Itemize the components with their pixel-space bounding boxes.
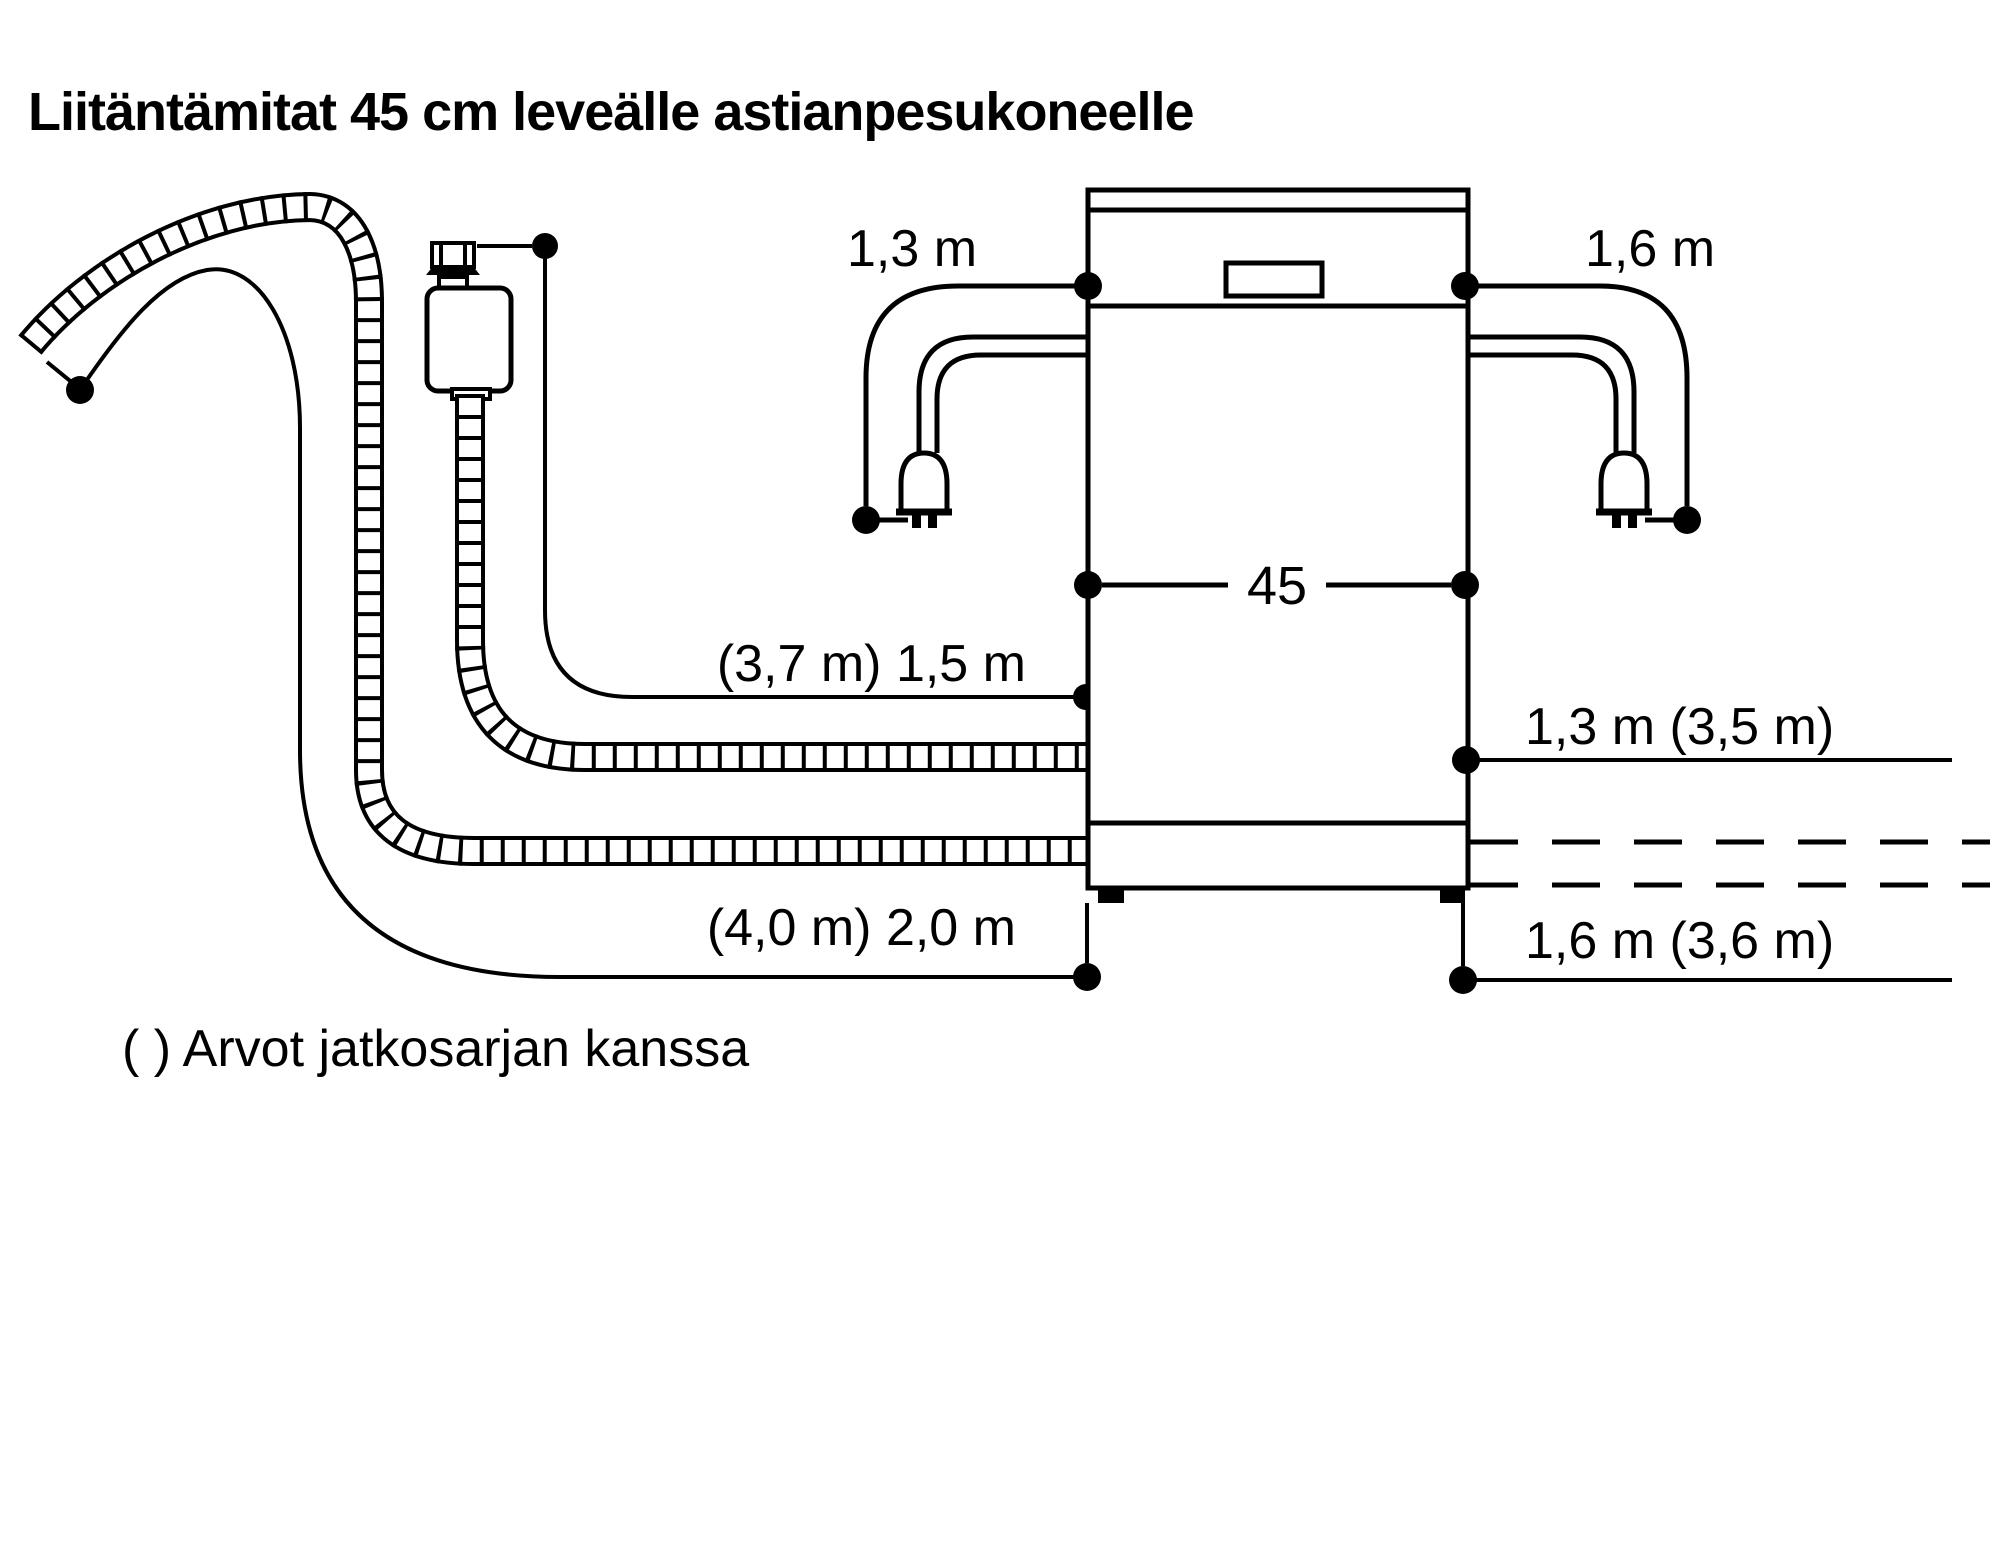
dishwasher-foot [1440,888,1465,903]
right-cable-end-dot [1673,506,1701,534]
footnote: ( ) Arvot jatkosarjan kanssa [122,1020,749,1078]
width-dim-left-dot [1074,571,1102,599]
left-plug-prong [912,512,921,528]
label-power-cord-right: 1,6 m [1585,220,1715,278]
dishwasher [1074,187,1479,903]
right-cable-anchor-dot [1451,272,1479,300]
left-cord-outer-line [916,334,1088,453]
left-power-cable-measure [852,283,1088,534]
right-plug-prong [1612,512,1621,528]
left-cord-inner-line [934,352,1088,453]
right-plug-body [1598,450,1650,515]
label-right-bottom: 1,6 m (3,6 m) [1525,912,1834,970]
right-power-cord [1465,334,1652,528]
aquastop-valve-box [424,285,514,394]
right-routing [1085,746,1990,994]
drain-measure-end-dot [1073,963,1101,991]
label-right-top: 1,3 m (3,5 m) [1525,698,1834,756]
right-cord-inner-line [1465,352,1619,453]
dishwasher-foot [1098,888,1124,903]
tap-measure-dot [532,233,558,259]
drain-measure-line [78,267,1087,979]
right-power-cable-measure [1465,283,1701,534]
left-power-cord [896,334,1088,528]
left-plug-body [898,450,950,515]
supply-hose-corrugated [455,394,1095,772]
drain-hose-measure [45,267,1101,991]
width-dimension [1074,571,1479,599]
label-power-cord-left: 1,3 m [847,220,977,278]
control-panel [1223,260,1325,299]
width-dim-right-dot [1451,571,1479,599]
left-cable-line [863,283,1088,506]
tap-connector-assembly [424,241,514,401]
left-cable-end-dot [852,506,880,534]
right-cord-outer-line [1465,334,1637,453]
right-cable-line [1465,283,1690,506]
supply-measure-line [543,250,1086,699]
label-supply-hose-left: (3,7 m) 1,5 m [717,635,1026,693]
right-plug-prong [1628,512,1637,528]
tap-connector-washer [426,265,480,275]
tap-connector-nut [430,241,476,269]
label-width: 45 [1247,556,1307,616]
left-plug-prong [928,512,937,528]
drain-hose-corrugated [18,191,1095,866]
diagram-title: Liitäntämitat 45 cm leveälle astianpesuk… [28,82,1194,142]
label-drain-hose-left: (4,0 m) 2,0 m [707,899,1016,957]
left-cable-anchor-dot [1074,272,1102,300]
